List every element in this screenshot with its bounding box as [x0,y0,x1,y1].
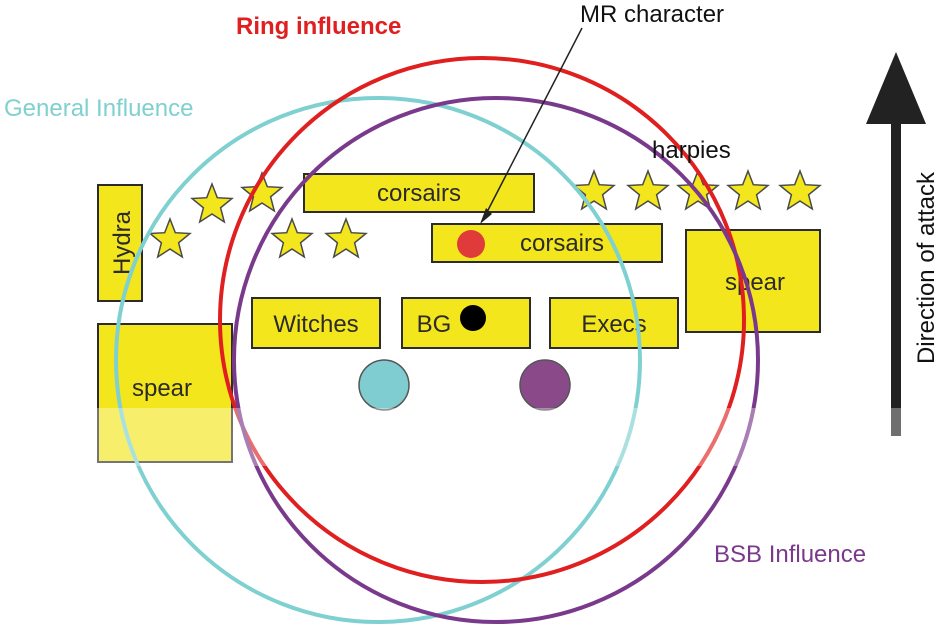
bsb-model-black [460,305,486,331]
general-model [358,359,410,411]
star-icon [190,181,234,224]
general-influence-ring [114,96,642,624]
unit-corsairs-mid-label: corsairs [520,230,604,257]
unit-witches: Witches [251,297,381,349]
star-icon [270,216,314,259]
unit-hydra-label: Hydra [109,210,136,275]
star-icon [778,168,822,211]
ring-influence-ring [218,56,746,584]
unit-spear-left-label: spear [132,375,192,402]
star-icon [726,168,770,211]
bsb-influence-label: BSB Influence [714,541,866,568]
direction-of-attack-label: Direction of attack [913,171,938,364]
star-icon [626,168,670,211]
general-influence-label: General Influence [4,95,193,122]
unit-spear-right-label: spear [725,269,785,296]
bsb-model [519,359,571,411]
star-icon [324,216,368,259]
unit-bg-label: BG [417,311,452,338]
star-icon [148,216,192,259]
mr-character-label: MR character [580,1,724,28]
harpies-label: harpies [652,137,731,164]
unit-corsairs-top-label: corsairs [377,180,461,207]
mr-pointer-arrowhead [480,208,492,224]
star-icon [676,168,720,211]
star-icon [572,168,616,211]
unit-spear-left: spear [97,323,233,463]
star-icon [240,170,284,213]
unit-corsairs-top: corsairs [303,173,535,213]
mr-pointer-line [485,27,583,215]
unit-witches-label: Witches [273,311,358,338]
arrow-up-icon [866,52,926,436]
star-group [148,168,822,259]
ring-influence-label: Ring influence [236,13,401,40]
unit-execs: Execs [549,297,679,349]
unit-spear-right: spear [685,229,821,333]
bsb-influence-ring [232,96,760,624]
unit-hydra: Hydra [97,184,143,302]
mr-character-model [457,230,485,258]
